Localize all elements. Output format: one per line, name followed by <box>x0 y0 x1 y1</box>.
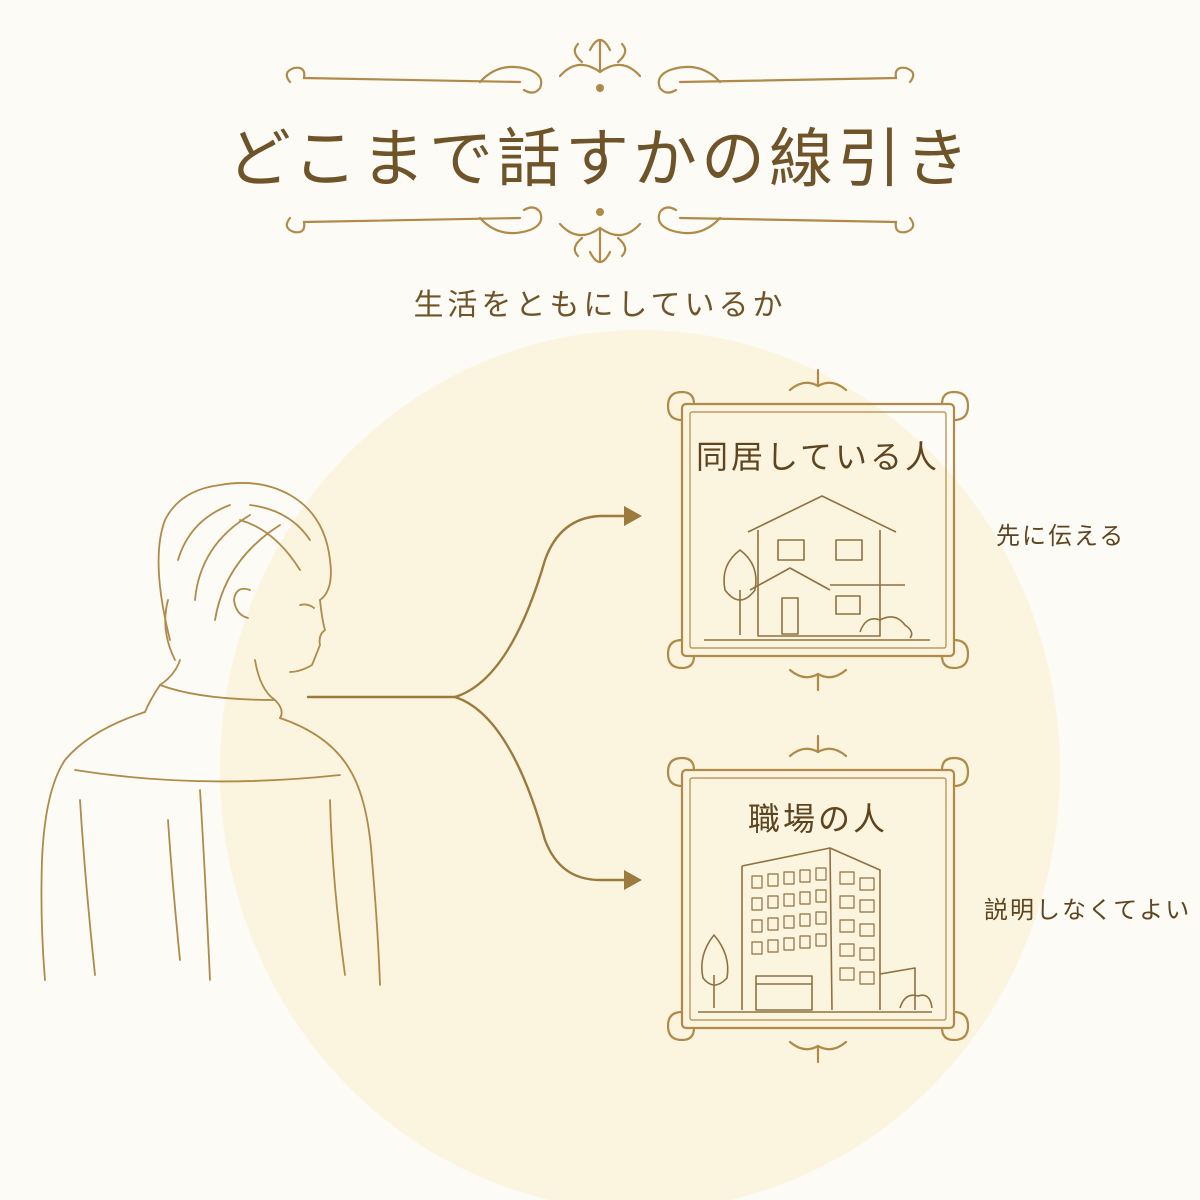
page-title: どこまで話すかの線引き <box>226 123 974 197</box>
page-subtitle: 生活をともにしているか <box>413 288 787 323</box>
result-coworker: 説明しなくてよい <box>984 896 1192 924</box>
branch-label-cohabitant: 同居している人 <box>695 438 941 476</box>
branch-label-coworker: 職場の人 <box>747 800 888 838</box>
result-cohabitant: 先に伝える <box>996 522 1126 550</box>
